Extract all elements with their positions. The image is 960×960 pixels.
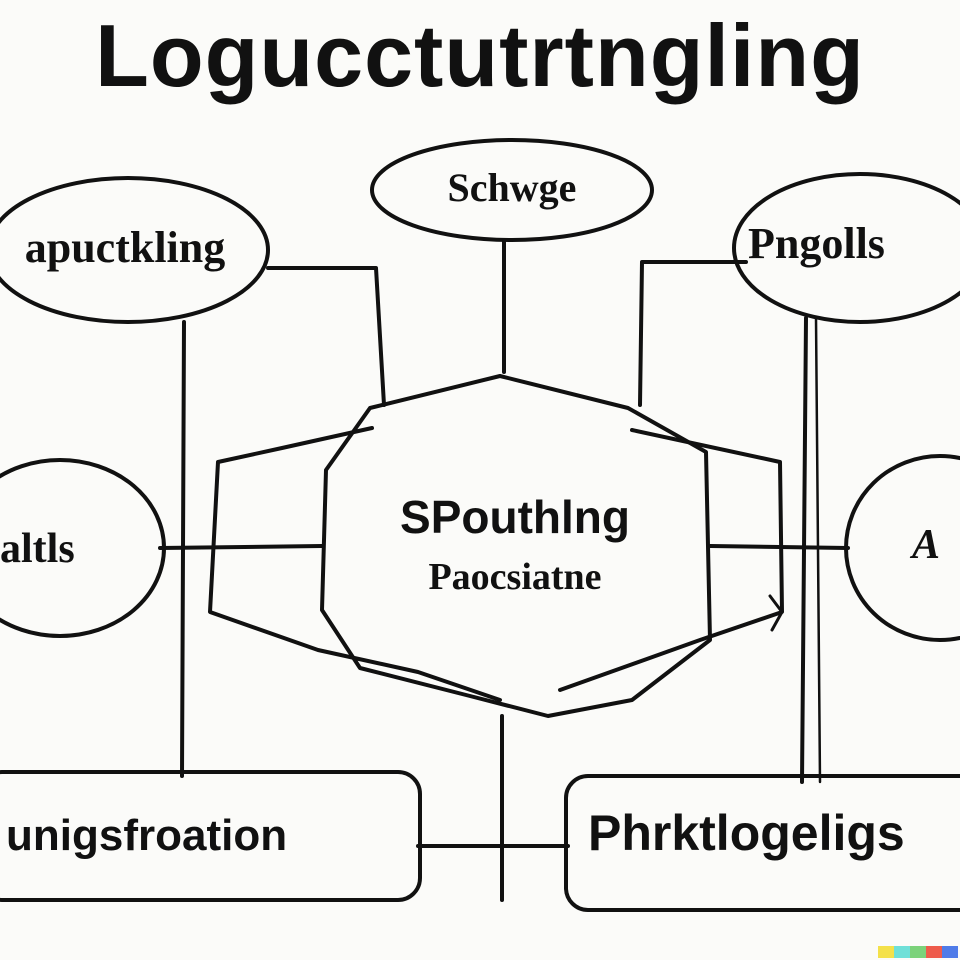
- connector-lines: [158, 238, 850, 902]
- brand-swatch-2: [910, 946, 926, 958]
- node-bottom-right-label: Phrktlogeligs: [588, 805, 905, 861]
- node-top-shape: [370, 138, 654, 242]
- node-bottom-right-shape: [564, 774, 960, 912]
- node-center-label-line1: SPouthlng: [400, 491, 630, 543]
- node-mid-right-shape: [844, 454, 960, 642]
- brand-swatch-0: [878, 946, 894, 958]
- node-top-label: Schwge: [447, 165, 577, 210]
- node-bottom-left-shape: [0, 770, 422, 902]
- node-upper-right-shape: [732, 172, 960, 324]
- node-bottom-left-label: unigsfroation: [6, 811, 288, 860]
- brand-color-strip: [878, 946, 958, 958]
- brand-swatch-1: [894, 946, 910, 958]
- node-center-shape: [320, 374, 712, 718]
- node-upper-right-label: Pngolls: [748, 219, 885, 268]
- brand-swatch-4: [942, 946, 958, 958]
- node-mid-right-label: A: [912, 522, 941, 568]
- node-mid-left-shape: [0, 458, 166, 638]
- node-upper-left-label: apuctkling: [24, 223, 226, 272]
- node-mid-left-label: altls: [0, 526, 75, 572]
- brand-swatch-3: [926, 946, 942, 958]
- node-upper-left-shape: [0, 176, 270, 324]
- diagram-title: Logucctutrtngling: [95, 6, 865, 105]
- node-center-label-line2: Paocsiatne: [428, 556, 602, 598]
